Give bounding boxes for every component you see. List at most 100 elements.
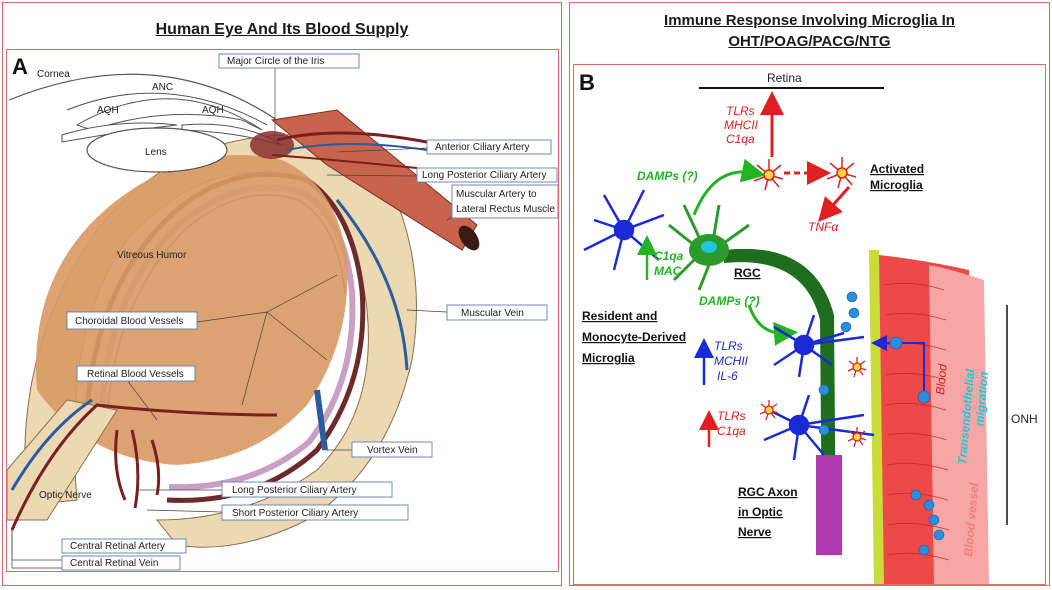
svg-text:IL-6: IL-6 [717, 369, 738, 383]
central-retinal-artery [10, 403, 278, 531]
label-retinal-vessels: Retinal Blood Vessels [76, 365, 196, 382]
svg-text:Anterior Ciliary Artery: Anterior Ciliary Artery [435, 142, 529, 153]
onh-microglia-cell-2 [763, 394, 875, 461]
eye-diagram: Cornea ANC AQH AQH Lens Vitreous Humor O… [7, 53, 558, 571]
cornea-arc [8, 73, 278, 121]
svg-text:C1qa: C1qa [654, 249, 684, 263]
svg-text:Nerve: Nerve [738, 525, 772, 539]
svg-text:in Optic: in Optic [738, 505, 783, 519]
svg-text:Microglia: Microglia [582, 351, 635, 365]
svg-text:Central Retinal Vein: Central Retinal Vein [70, 558, 158, 569]
short-posterior-vessels [114, 429, 161, 509]
svg-text:Blood: Blood [933, 363, 950, 395]
label-long-posterior-bottom: Long Posterior Ciliary Artery [221, 481, 393, 498]
svg-text:Monocyte-Derived: Monocyte-Derived [582, 330, 686, 344]
label-anterior-ciliary: Anterior Ciliary Artery [426, 139, 552, 155]
left-panel-title: Human Eye And Its Blood Supply [155, 21, 409, 38]
tnf-arrow [818, 186, 851, 222]
tlrs-red-label: TLRs C1qa [717, 409, 746, 438]
vortex-vein-vessel [314, 389, 328, 451]
onh-activated-microglia-3 [759, 400, 779, 421]
left-panel-figure: Cornea ANC AQH AQH Lens Vitreous Humor O… [6, 49, 559, 572]
axon-myelin [816, 455, 842, 555]
damps-mid-label: DAMPs (?) [699, 294, 760, 308]
right-panel-title-line1: Immune Response Involving Microglia In [664, 12, 955, 29]
label-choroidal: Choroidal Blood Vessels [66, 311, 198, 330]
svg-text:MHCII: MHCII [724, 118, 759, 132]
vessel-yellow-wall [869, 250, 886, 584]
blood-vessel-label: Blood vessel [961, 482, 981, 558]
label-central-artery: Central Retinal Artery [61, 538, 187, 554]
cornea-label: Cornea [37, 69, 70, 80]
anc-label: ANC [152, 82, 173, 93]
retina-label: Retina [767, 71, 802, 85]
tnf-label: TNFα [808, 220, 839, 234]
label-muscular-artery: Muscular Artery to Lateral Rectus Muscle [451, 184, 558, 219]
ciliary-body [250, 131, 294, 159]
damps-mid-arrow [747, 304, 798, 346]
anterior-ciliary-vein [286, 143, 428, 151]
svg-text:TLRs: TLRs [714, 339, 743, 353]
lens-label: Lens [145, 147, 167, 158]
onh-label: ONH [1011, 412, 1038, 426]
svg-text:Major Circle of the Iris: Major Circle of the Iris [227, 56, 324, 67]
right-panel-letter: B [579, 70, 595, 95]
monocyte-dots [818, 291, 945, 556]
optic-nerve [7, 399, 118, 521]
svg-text:Retinal Blood Vessels: Retinal Blood Vessels [87, 369, 184, 380]
cornea-arc-inner [66, 92, 268, 126]
onh-activated-microglia-2 [847, 427, 867, 448]
svg-text:migration: migration [972, 371, 991, 427]
svg-text:C1qa: C1qa [717, 424, 746, 438]
svg-text:TLRs: TLRs [717, 409, 746, 423]
damps-top-arrow [692, 158, 766, 216]
svg-text:Resident and: Resident and [582, 309, 657, 323]
blood-label-group: Blood [933, 363, 950, 395]
damps-top-label: DAMPs (?) [637, 169, 698, 183]
svg-text:Long Posterior Ciliary Artery: Long Posterior Ciliary Artery [232, 485, 357, 496]
svg-text:Muscular Vein: Muscular Vein [461, 308, 524, 319]
blood-vessel-pink [929, 265, 989, 584]
rgc-cell [668, 204, 750, 291]
rgc-label: RGC [734, 266, 761, 280]
tlrs-blue-label: TLRs MCHII IL-6 [714, 339, 749, 383]
svg-text:MCHII: MCHII [714, 354, 749, 368]
svg-text:Long Posterior Ciliary Artery: Long Posterior Ciliary Artery [422, 170, 547, 181]
label-vortex-vein: Vortex Vein [351, 441, 433, 458]
vitreous-label: Vitreous Humor [117, 250, 187, 261]
label-major-circle: Major Circle of the Iris [218, 53, 360, 69]
central-retinal-vein [10, 398, 93, 491]
svg-text:Muscular Artery to: Muscular Artery to [456, 189, 537, 200]
svg-text:Microglia: Microglia [870, 178, 923, 192]
label-central-vein: Central Retinal Vein [61, 555, 181, 571]
muscular-vein-vessel [335, 199, 409, 371]
lens [86, 127, 228, 173]
svg-text:Activated: Activated [870, 162, 924, 176]
left-panel-letter: A [12, 54, 28, 79]
onh-microglia-cell-1 [773, 314, 865, 378]
svg-text:TLRs: TLRs [726, 104, 755, 118]
svg-text:Short Posterior Ciliary Artery: Short Posterior Ciliary Artery [232, 508, 358, 519]
c1qa-mac-label: C1qa MAC [654, 249, 684, 278]
resident-microglia-cell [583, 189, 665, 271]
svg-text:Central Retinal Artery: Central Retinal Artery [70, 541, 165, 552]
svg-text:Lateral Rectus Muscle: Lateral Rectus Muscle [456, 204, 555, 215]
muscle-end [458, 225, 480, 251]
activated-microglia-cell-2 [826, 157, 857, 189]
label-short-posterior: Short Posterior Ciliary Artery [221, 504, 409, 521]
microglia-diagram: Retina ONH Blood Transendothelial migrat… [582, 71, 1038, 584]
onh-activated-microglia-1 [847, 357, 867, 378]
right-panel-title-line2: OHT/POAG/PACG/NTG [728, 33, 891, 50]
aqh-right-label: AQH [202, 105, 224, 116]
rgc-axon-label: RGC Axon in Optic Nerve [738, 485, 798, 539]
svg-text:C1qa: C1qa [726, 132, 755, 146]
label-muscular-vein: Muscular Vein [446, 304, 548, 321]
anc-chamber [75, 98, 263, 131]
long-posterior-top-vessel [271, 154, 418, 169]
svg-text:Choroidal Blood Vessels: Choroidal Blood Vessels [75, 316, 183, 327]
activated-microglia-label: Activated Microglia [870, 162, 924, 192]
vitreous-humor [36, 155, 348, 465]
tlrs-top-label: TLRs MHCII C1qa [724, 104, 759, 146]
label-long-posterior-top: Long Posterior Ciliary Artery [416, 167, 558, 183]
aqh-left-label: AQH [97, 105, 119, 116]
